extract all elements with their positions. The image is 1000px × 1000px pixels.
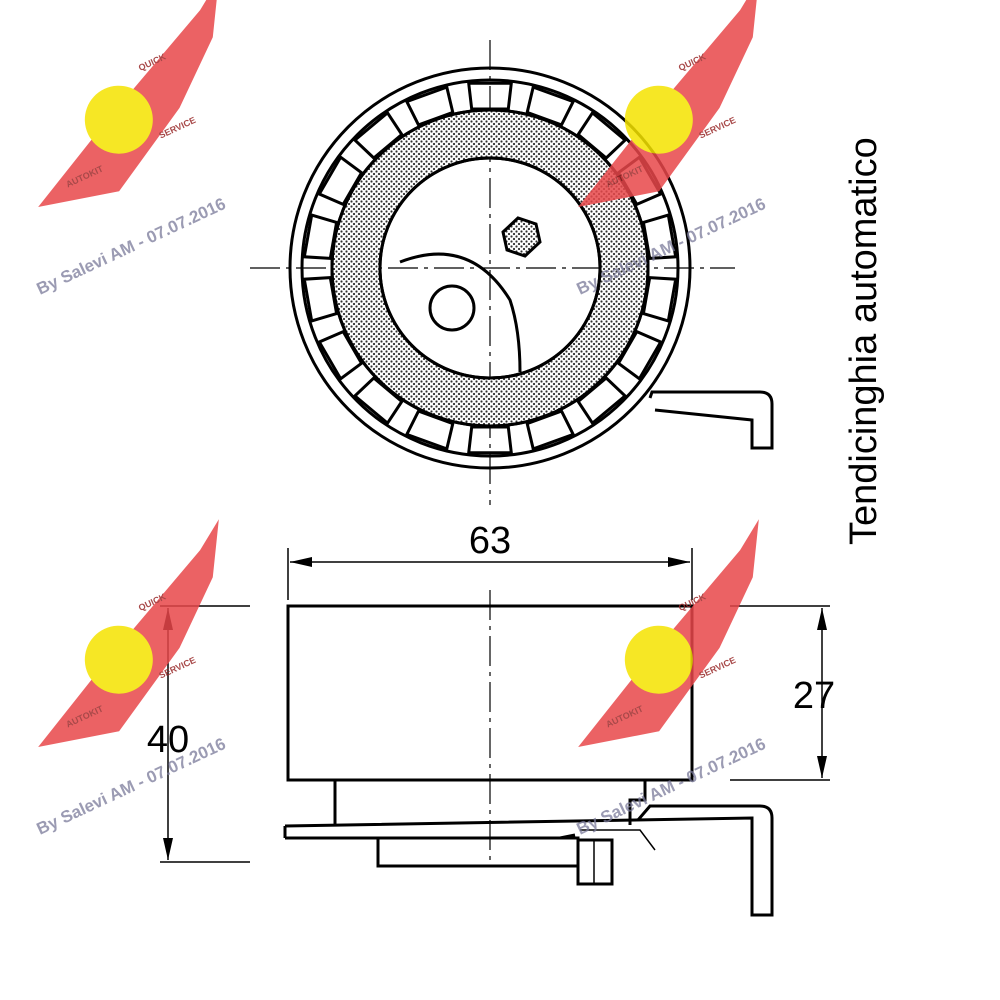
flange-plate	[284, 804, 774, 917]
bracket-arm	[648, 390, 774, 450]
dimension-total-height: 40	[147, 605, 250, 863]
badge-circle	[624, 625, 693, 694]
total-height-label: 40	[147, 719, 189, 761]
pulley-height-arrow-bottom	[817, 756, 827, 778]
hex-nut	[501, 216, 542, 258]
dimension-width: 63	[287, 520, 693, 600]
outer-rim	[288, 66, 692, 470]
base-block	[333, 780, 647, 825]
watermark-text: By Salevi AM - 07.07.2016	[34, 194, 229, 298]
flange-bend	[580, 829, 656, 851]
pulley-body	[286, 604, 694, 782]
bearing-inner-edge	[378, 156, 602, 380]
pulley-height-arrow-top	[817, 608, 827, 630]
badge-circle	[84, 625, 153, 694]
dimension-pulley-height: 27	[730, 605, 835, 781]
width-arrow-left	[290, 557, 312, 567]
locating-pin	[576, 838, 614, 886]
pulley-side-view	[283, 590, 774, 917]
base-plate	[376, 836, 580, 868]
watermark-text: By Salevi AM - 07.07.2016	[574, 734, 769, 838]
wing-shape	[38, 519, 219, 747]
badge-circle	[624, 85, 693, 154]
watermark-text: By Salevi AM - 07.07.2016	[34, 734, 229, 838]
width-label: 63	[469, 520, 511, 562]
pulley-height-label: 27	[793, 675, 835, 717]
eccentric-arc	[399, 252, 522, 373]
outer-rim-inner	[300, 78, 680, 458]
bearing-outer-edge	[330, 108, 650, 428]
bolt-hole	[428, 284, 476, 332]
width-arrow-right	[668, 557, 690, 567]
drawing-title: Tendicinghia automatico	[843, 137, 885, 545]
height-arrow-bottom	[163, 838, 173, 860]
pulley-top-view	[250, 40, 774, 505]
badge-circle	[84, 85, 153, 154]
